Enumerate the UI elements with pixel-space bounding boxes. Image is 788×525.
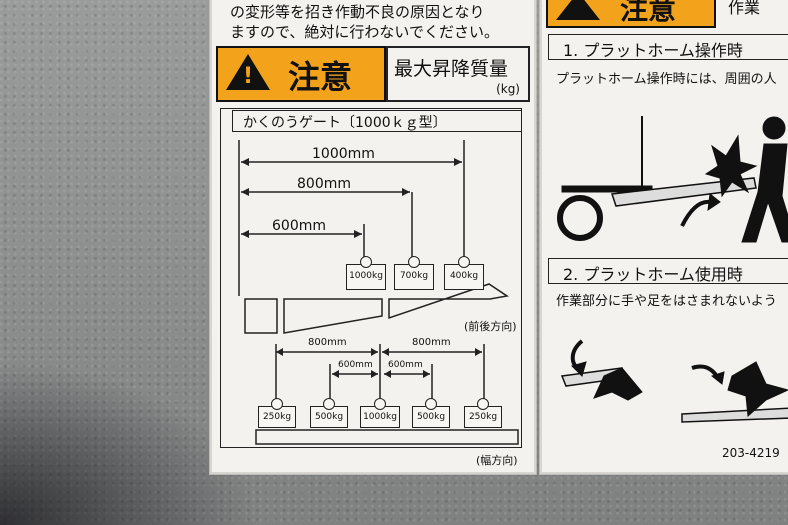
top-text-line1: の変形等を招き作動不良の原因となり — [230, 3, 485, 21]
weight-500kg-left: 500kg — [310, 398, 348, 428]
lengthwise-caption: (前後方向) — [464, 320, 517, 333]
max-load-unit: (kg) — [496, 82, 520, 96]
weight-1000kg: 1000kg — [346, 256, 386, 290]
operation-illustrations — [557, 116, 788, 423]
weight-250kg-left: 250kg — [258, 398, 296, 428]
widthwise-caption: (幅方向) — [476, 454, 518, 467]
load-diagram — [238, 140, 519, 445]
section2-title: 2. プラットホーム使用時 — [563, 265, 743, 284]
max-load-title: 最大昇降質量 — [394, 58, 509, 80]
part-number: 203-4219 — [722, 446, 780, 460]
dim-600mm: 600mm — [272, 218, 326, 234]
diagram-frame — [220, 108, 522, 448]
caution-badge: ! 注意 — [216, 46, 386, 102]
max-load-title-box: 最大昇降質量 (kg) — [386, 46, 530, 102]
weight-250kg-right: 250kg — [464, 398, 502, 428]
warning-triangle-icon — [226, 54, 270, 90]
section2-title-box: 2. プラットホーム使用時 — [548, 258, 788, 284]
max-load-label-sticker: の変形等を招き作動不良の原因となり ますので、絶対に行わないでください。 ! 注… — [210, 0, 536, 474]
weight-1000kg-center: 1000kg — [360, 398, 400, 428]
caution-label-right: 注意 — [620, 0, 677, 26]
width-dim-800b: 800mm — [412, 337, 451, 348]
weight-500kg-right: 500kg — [412, 398, 450, 428]
gate-type-label: かくのうゲート〔1000ｋｇ型〕 — [243, 115, 447, 131]
section1-title: 1. プラットホーム操作時 — [563, 41, 743, 60]
width-dim-800a: 800mm — [308, 337, 347, 348]
dim-1000mm: 1000mm — [312, 146, 375, 162]
weight-400kg: 400kg — [444, 256, 484, 290]
warning-triangle-icon — [556, 0, 600, 20]
weight-700kg: 700kg — [394, 256, 434, 290]
caution-badge-right: 注意 — [546, 0, 716, 28]
header-suffix: 作業 — [728, 0, 761, 17]
width-dim-600a: 600mm — [338, 360, 373, 370]
section2-text: 作業部分に手や足をはさまれないよう — [556, 294, 777, 309]
width-dim-600b: 600mm — [388, 360, 423, 370]
dim-800mm: 800mm — [297, 176, 351, 192]
caution-operation-sticker: 注意 作業 1. プラットホーム操作時 プラットホーム操作時には、周囲の人 2.… — [540, 0, 788, 474]
caution-label: 注意 — [288, 58, 353, 96]
section1-text: プラットホーム操作時には、周囲の人 — [556, 72, 777, 87]
gate-type-box: かくのうゲート〔1000ｋｇ型〕 — [232, 110, 522, 132]
top-text-line2: ますので、絶対に行わないでください。 — [230, 23, 499, 41]
section1-title-box: 1. プラットホーム操作時 — [548, 34, 788, 60]
